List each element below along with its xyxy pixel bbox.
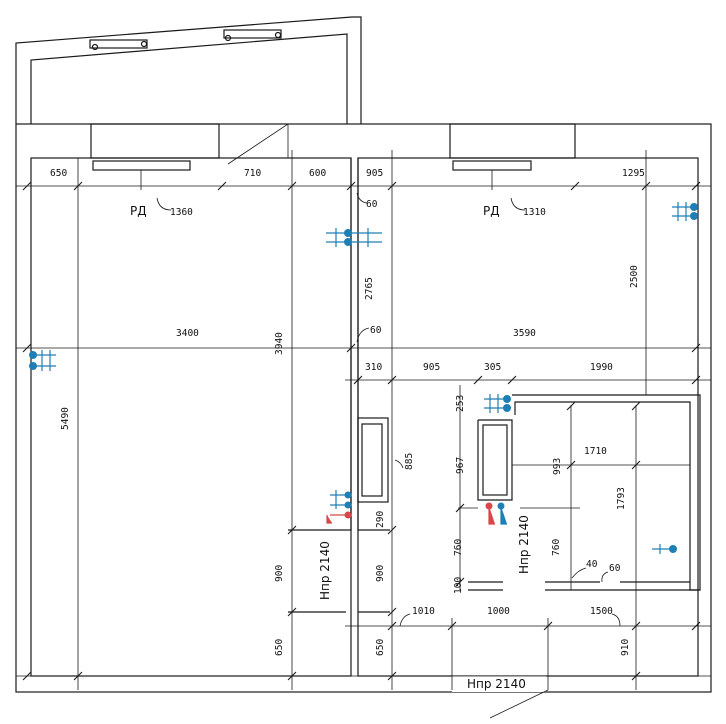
dim-label: 910 bbox=[620, 639, 631, 656]
dimension-lines bbox=[16, 150, 711, 690]
dim-label: 650 bbox=[274, 639, 285, 656]
balcony-window-frames bbox=[89, 29, 282, 51]
dim-label: 2500 bbox=[629, 265, 640, 288]
dim-label: 5490 bbox=[60, 407, 71, 430]
dim-label: 3590 bbox=[513, 328, 536, 339]
dimension-labels: 650 710 600 905 1295 60 60 3400 3590 394… bbox=[50, 168, 645, 656]
dim-label: 1010 bbox=[412, 606, 435, 617]
dim-label: 60 bbox=[370, 325, 382, 336]
dim-label: 290 bbox=[375, 511, 386, 528]
dim-label: 60 bbox=[609, 563, 621, 574]
water-outlet-icon bbox=[497, 502, 507, 525]
door-label: Нпр 2140 bbox=[467, 677, 526, 691]
door-label: Нпр 2140 bbox=[517, 515, 531, 574]
dim-label: 100 bbox=[453, 577, 464, 594]
radiator-value: 1360 bbox=[170, 207, 193, 218]
dim-label: 1990 bbox=[590, 362, 613, 373]
radiator-value: 1310 bbox=[523, 207, 546, 218]
radiator-right: РД 1310 bbox=[452, 160, 546, 218]
radiator-label: РД bbox=[130, 204, 147, 218]
dim-label: 1295 bbox=[622, 168, 645, 179]
hot-water-outlet-icon bbox=[326, 511, 352, 524]
water-outlet-icon bbox=[326, 228, 382, 247]
dim-label: 305 bbox=[484, 362, 501, 373]
dim-label: 253 bbox=[455, 395, 466, 412]
dim-label: 905 bbox=[366, 168, 383, 179]
dim-label: 650 bbox=[50, 168, 67, 179]
dimension-ticks bbox=[22, 181, 701, 681]
dim-label: 3400 bbox=[176, 328, 199, 339]
dim-label: 760 bbox=[453, 539, 464, 556]
radiator-left: РД 1360 bbox=[92, 160, 193, 218]
dim-label: 1710 bbox=[584, 446, 607, 457]
water-outlet-icon bbox=[484, 394, 511, 413]
dim-label: 310 bbox=[365, 362, 382, 373]
dim-label: 1500 bbox=[590, 606, 613, 617]
dim-label: 885 bbox=[404, 453, 415, 470]
outlet-icons bbox=[29, 202, 698, 554]
dim-label: 900 bbox=[274, 565, 285, 582]
dim-label: 1000 bbox=[487, 606, 510, 617]
dim-label: 993 bbox=[552, 458, 563, 475]
dim-label: 1793 bbox=[616, 487, 627, 510]
dim-label: 600 bbox=[309, 168, 326, 179]
water-outlet-icon bbox=[29, 350, 56, 371]
leader-lines bbox=[356, 192, 621, 627]
door-labels: Нпр 2140 Нпр 2140 Нпр 2140 bbox=[318, 515, 531, 691]
water-outlet-icon bbox=[672, 202, 698, 221]
dim-label: 650 bbox=[375, 639, 386, 656]
dim-label: 760 bbox=[551, 539, 562, 556]
dim-label: 710 bbox=[244, 168, 261, 179]
dim-label: 3940 bbox=[274, 332, 285, 355]
door-label: Нпр 2140 bbox=[318, 541, 332, 600]
dim-label: 2765 bbox=[364, 277, 375, 300]
water-outlet-icon bbox=[652, 544, 677, 554]
hot-water-outlet-icon bbox=[485, 502, 495, 525]
radiator-label: РД bbox=[483, 204, 500, 218]
dim-label: 905 bbox=[423, 362, 440, 373]
dim-label: 900 bbox=[375, 565, 386, 582]
dim-label: 40 bbox=[586, 559, 598, 570]
balcony bbox=[15, 16, 362, 124]
exterior-walls bbox=[15, 123, 712, 719]
partition-walls bbox=[288, 158, 701, 613]
dim-label: 967 bbox=[455, 457, 466, 474]
dim-label: 60 bbox=[366, 199, 378, 210]
water-outlet-icon bbox=[330, 490, 352, 509]
